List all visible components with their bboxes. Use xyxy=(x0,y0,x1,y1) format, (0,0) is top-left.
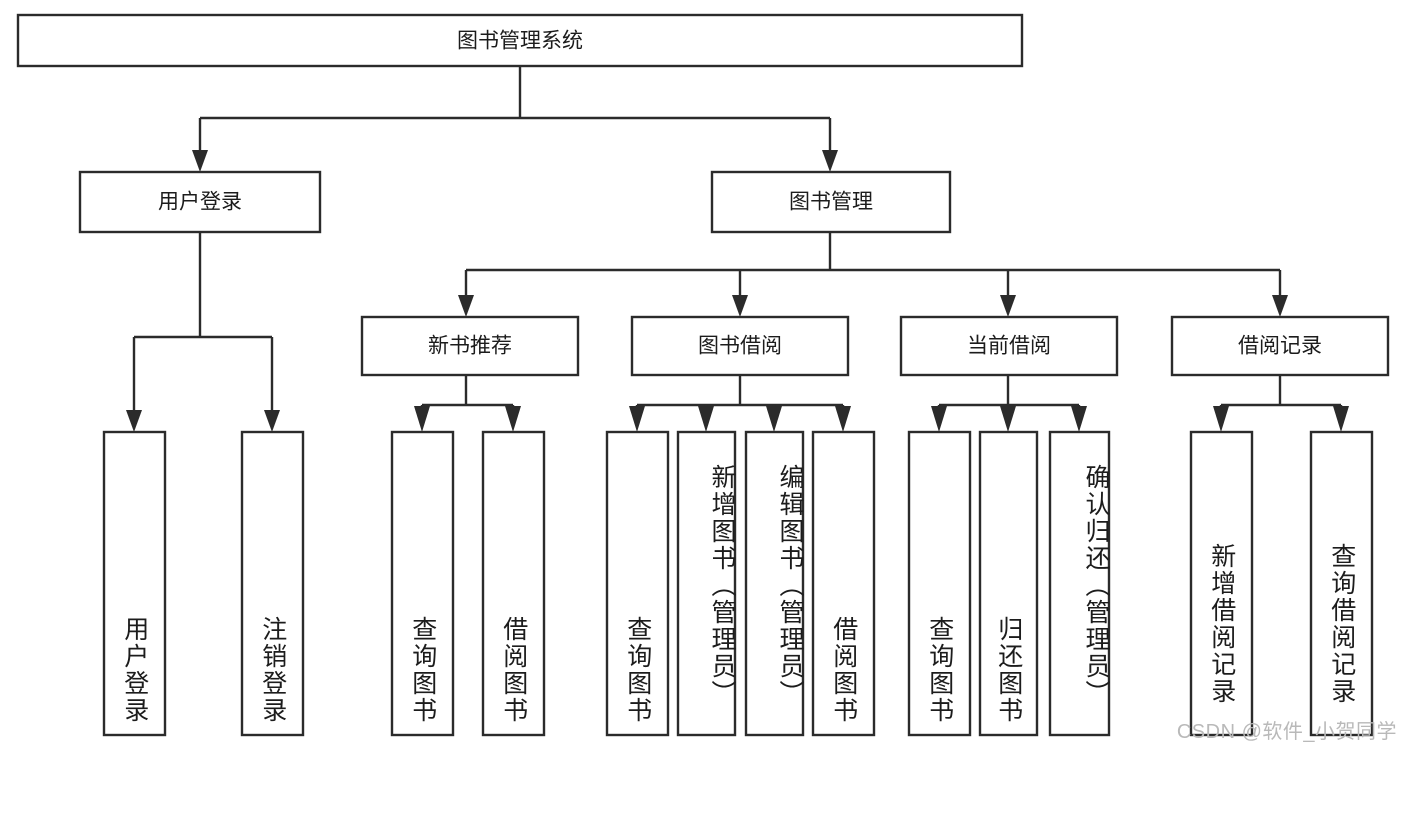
leaf-borrow-book-2-box[interactable] xyxy=(811,430,876,737)
node-root[interactable]: 图书管理系统 xyxy=(16,13,1024,68)
arrow-head-leaf-return-book xyxy=(1000,406,1016,432)
leaf-logout-box[interactable] xyxy=(240,430,305,737)
node-borrow-record-box[interactable] xyxy=(1170,315,1390,377)
node-user-login-label: 用户登录 xyxy=(158,191,242,214)
arrow-head-leaf-logout xyxy=(264,410,280,432)
leaf-query-book-2-box[interactable] xyxy=(605,430,670,737)
node-borrow-record[interactable]: 借阅记录 xyxy=(1170,315,1390,377)
node-new-book-recommend[interactable]: 新书推荐 xyxy=(360,315,580,377)
connectors-book-borrow-leaves xyxy=(629,375,851,432)
arrow-head-leaf-add-record xyxy=(1213,406,1229,432)
arrow-head-user-login xyxy=(192,150,208,172)
hierarchy-diagram: 图书管理系统 用户登录 图书管理 新书推荐 图书借阅 当前借阅 借阅记录 xyxy=(16,13,1397,743)
node-book-management-label: 图书管理 xyxy=(789,191,873,214)
node-root-box[interactable] xyxy=(16,13,1024,68)
arrow-head-leaf-borrow-book-1 xyxy=(505,406,521,432)
node-borrow-record-label: 借阅记录 xyxy=(1238,335,1322,358)
leaf-borrow-book-1-box[interactable] xyxy=(481,430,546,737)
leaf-query-book-3-box[interactable] xyxy=(907,430,972,737)
node-user-login[interactable]: 用户登录 xyxy=(78,170,322,234)
arrow-head-book-management xyxy=(822,150,838,172)
node-book-management[interactable]: 图书管理 xyxy=(710,170,952,234)
arrow-head-book-borrow xyxy=(732,295,748,317)
arrow-head-leaf-borrow-book-2 xyxy=(835,406,851,432)
arrow-head-leaf-query-book-2 xyxy=(629,406,645,432)
connectors-book-management-level3 xyxy=(458,232,1288,317)
leaf-query-record-box[interactable] xyxy=(1309,430,1374,737)
node-user-login-box[interactable] xyxy=(78,170,322,234)
leaf-boxes xyxy=(102,430,1374,737)
node-current-borrow-label: 当前借阅 xyxy=(967,335,1051,358)
node-root-label: 图书管理系统 xyxy=(457,30,583,53)
arrow-head-leaf-edit-book xyxy=(766,406,782,432)
arrow-head-leaf-add-book xyxy=(698,406,714,432)
leaf-add-record-box[interactable] xyxy=(1189,430,1254,737)
connectors-borrow-record-leaves xyxy=(1213,375,1349,432)
leaf-add-book-box[interactable] xyxy=(676,430,737,737)
node-current-borrow[interactable]: 当前借阅 xyxy=(899,315,1119,377)
connectors-root-level2 xyxy=(192,66,838,172)
node-book-borrow-box[interactable] xyxy=(630,315,850,377)
node-book-borrow[interactable]: 图书借阅 xyxy=(630,315,850,377)
csdn-watermark: CSDN @软件_小贺同学 xyxy=(1176,721,1397,743)
leaf-user-login-box[interactable] xyxy=(102,430,167,737)
node-book-borrow-label: 图书借阅 xyxy=(698,335,782,358)
leaf-query-book-1-box[interactable] xyxy=(390,430,455,737)
leaf-edit-book-box[interactable] xyxy=(744,430,805,737)
arrow-head-leaf-confirm-return xyxy=(1071,406,1087,432)
node-new-book-recommend-label: 新书推荐 xyxy=(428,335,512,358)
arrow-head-new-book-recommend xyxy=(458,295,474,317)
diagram-canvas: 图书管理系统 用户登录 图书管理 新书推荐 图书借阅 当前借阅 借阅记录 xyxy=(16,13,1390,737)
connectors-new-book-recommend-leaves xyxy=(414,375,521,432)
arrow-head-current-borrow xyxy=(1000,295,1016,317)
leaf-confirm-return-box[interactable] xyxy=(1048,430,1111,737)
arrow-head-borrow-record xyxy=(1272,295,1288,317)
node-current-borrow-box[interactable] xyxy=(899,315,1119,377)
arrow-head-leaf-query-record xyxy=(1333,406,1349,432)
arrow-head-leaf-user-login xyxy=(126,410,142,432)
leaf-return-book-box[interactable] xyxy=(978,430,1039,737)
node-new-book-recommend-box[interactable] xyxy=(360,315,580,377)
node-book-management-box[interactable] xyxy=(710,170,952,234)
connectors-current-borrow-leaves xyxy=(931,375,1087,432)
connectors-user-login-leaves xyxy=(126,232,280,432)
arrow-head-leaf-query-book-3 xyxy=(931,406,947,432)
arrow-head-leaf-query-book-1 xyxy=(414,406,430,432)
